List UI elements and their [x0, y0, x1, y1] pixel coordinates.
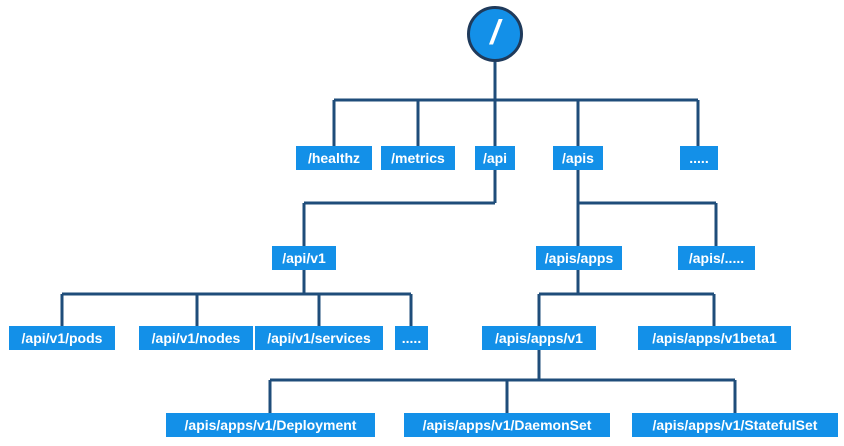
node-api: /api	[475, 146, 515, 170]
node-apis-apps: /apis/apps	[536, 246, 622, 270]
node-healthz: /healthz	[296, 146, 372, 170]
node-apis-apps-v1beta1: /apis/apps/v1beta1	[638, 326, 791, 350]
node-apis-more: /apis/.....	[678, 246, 755, 270]
node-statefulset: /apis/apps/v1/StatefulSet	[632, 413, 838, 437]
node-api-v1-nodes: /api/v1/nodes	[139, 326, 253, 350]
root-node: /	[467, 6, 523, 62]
node-api-v1-services: /api/v1/services	[255, 326, 383, 350]
node-api-v1: /api/v1	[272, 246, 336, 270]
node-deployment: /apis/apps/v1/Deployment	[166, 413, 375, 437]
node-more-v1: .....	[395, 326, 428, 350]
node-more-top: .....	[680, 146, 718, 170]
node-metrics: /metrics	[381, 146, 455, 170]
node-daemonset: /apis/apps/v1/DaemonSet	[404, 413, 610, 437]
node-apis: /apis	[553, 146, 603, 170]
node-api-v1-pods: /api/v1/pods	[9, 326, 115, 350]
node-apis-apps-v1: /apis/apps/v1	[482, 326, 596, 350]
